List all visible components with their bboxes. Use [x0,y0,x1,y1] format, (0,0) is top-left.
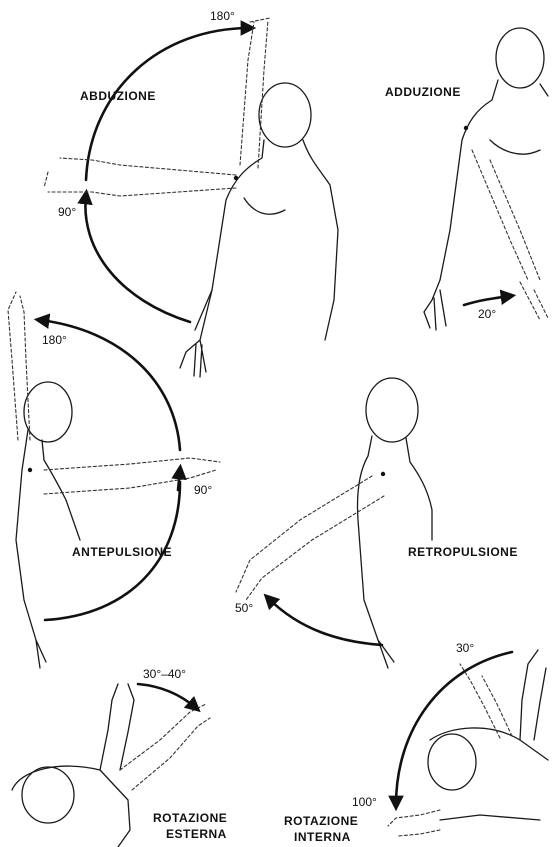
adduzione-arrow [464,296,510,305]
adduzione-figure [424,28,548,330]
rotazione-interna-deg-top: 30° [456,641,474,655]
retropulsione-arc [268,598,382,645]
rotazione-interna-figure [388,650,548,836]
rotazione-interna-label-2: INTERNA [294,830,351,844]
retropulsione-figure [236,378,432,668]
abduzione-joint-dot [234,176,238,180]
rotazione-esterna-deg: 30°–40° [143,667,186,681]
abduzione-deg-side: 90° [58,205,76,219]
retropulsione-deg: 50° [235,601,253,615]
abduzione-deg-top: 180° [210,9,235,23]
abduzione-figure [44,18,338,377]
antepulsione-label: ANTEPULSIONE [72,545,172,559]
antepulsione-figure [8,292,220,668]
rotazione-interna-arc [396,652,512,805]
rotazione-interna-label-1: ROTAZIONE [284,814,358,828]
rotazione-interna-deg-bottom: 100° [352,795,377,809]
panel-abduzione: ABDUZIONE 180° 90° [44,9,338,377]
adduzione-label: ADDUZIONE [385,85,461,99]
abduzione-arc [85,195,190,322]
abduzione-label: ABDUZIONE [80,89,156,103]
antepulsione-deg-side: 90° [194,483,212,497]
panel-antepulsione: 180° 90° ANTEPULSIONE [8,292,220,668]
panel-retropulsione: RETROPULSIONE 50° [235,378,518,668]
antepulsione-deg-top: 180° [42,333,67,347]
retropulsione-label: RETROPULSIONE [408,545,518,559]
rotazione-esterna-label-2: ESTERNA [166,827,227,841]
retropulsione-joint-dot [381,472,385,476]
abduzione-arc-upper [86,28,250,180]
panel-rotazione-esterna: 30°–40° ROTAZIONE ESTERNA [12,667,227,847]
adduzione-joint-dot [464,126,468,130]
antepulsione-joint-dot [28,468,32,472]
adduzione-deg: 20° [478,307,496,321]
panel-adduzione: ADDUZIONE 20° [385,28,548,330]
rotazione-esterna-label-1: ROTAZIONE [153,811,227,825]
panel-rotazione-interna: 30° 100° ROTAZIONE INTERNA [284,641,548,844]
rotazione-esterna-arrow [138,684,196,708]
